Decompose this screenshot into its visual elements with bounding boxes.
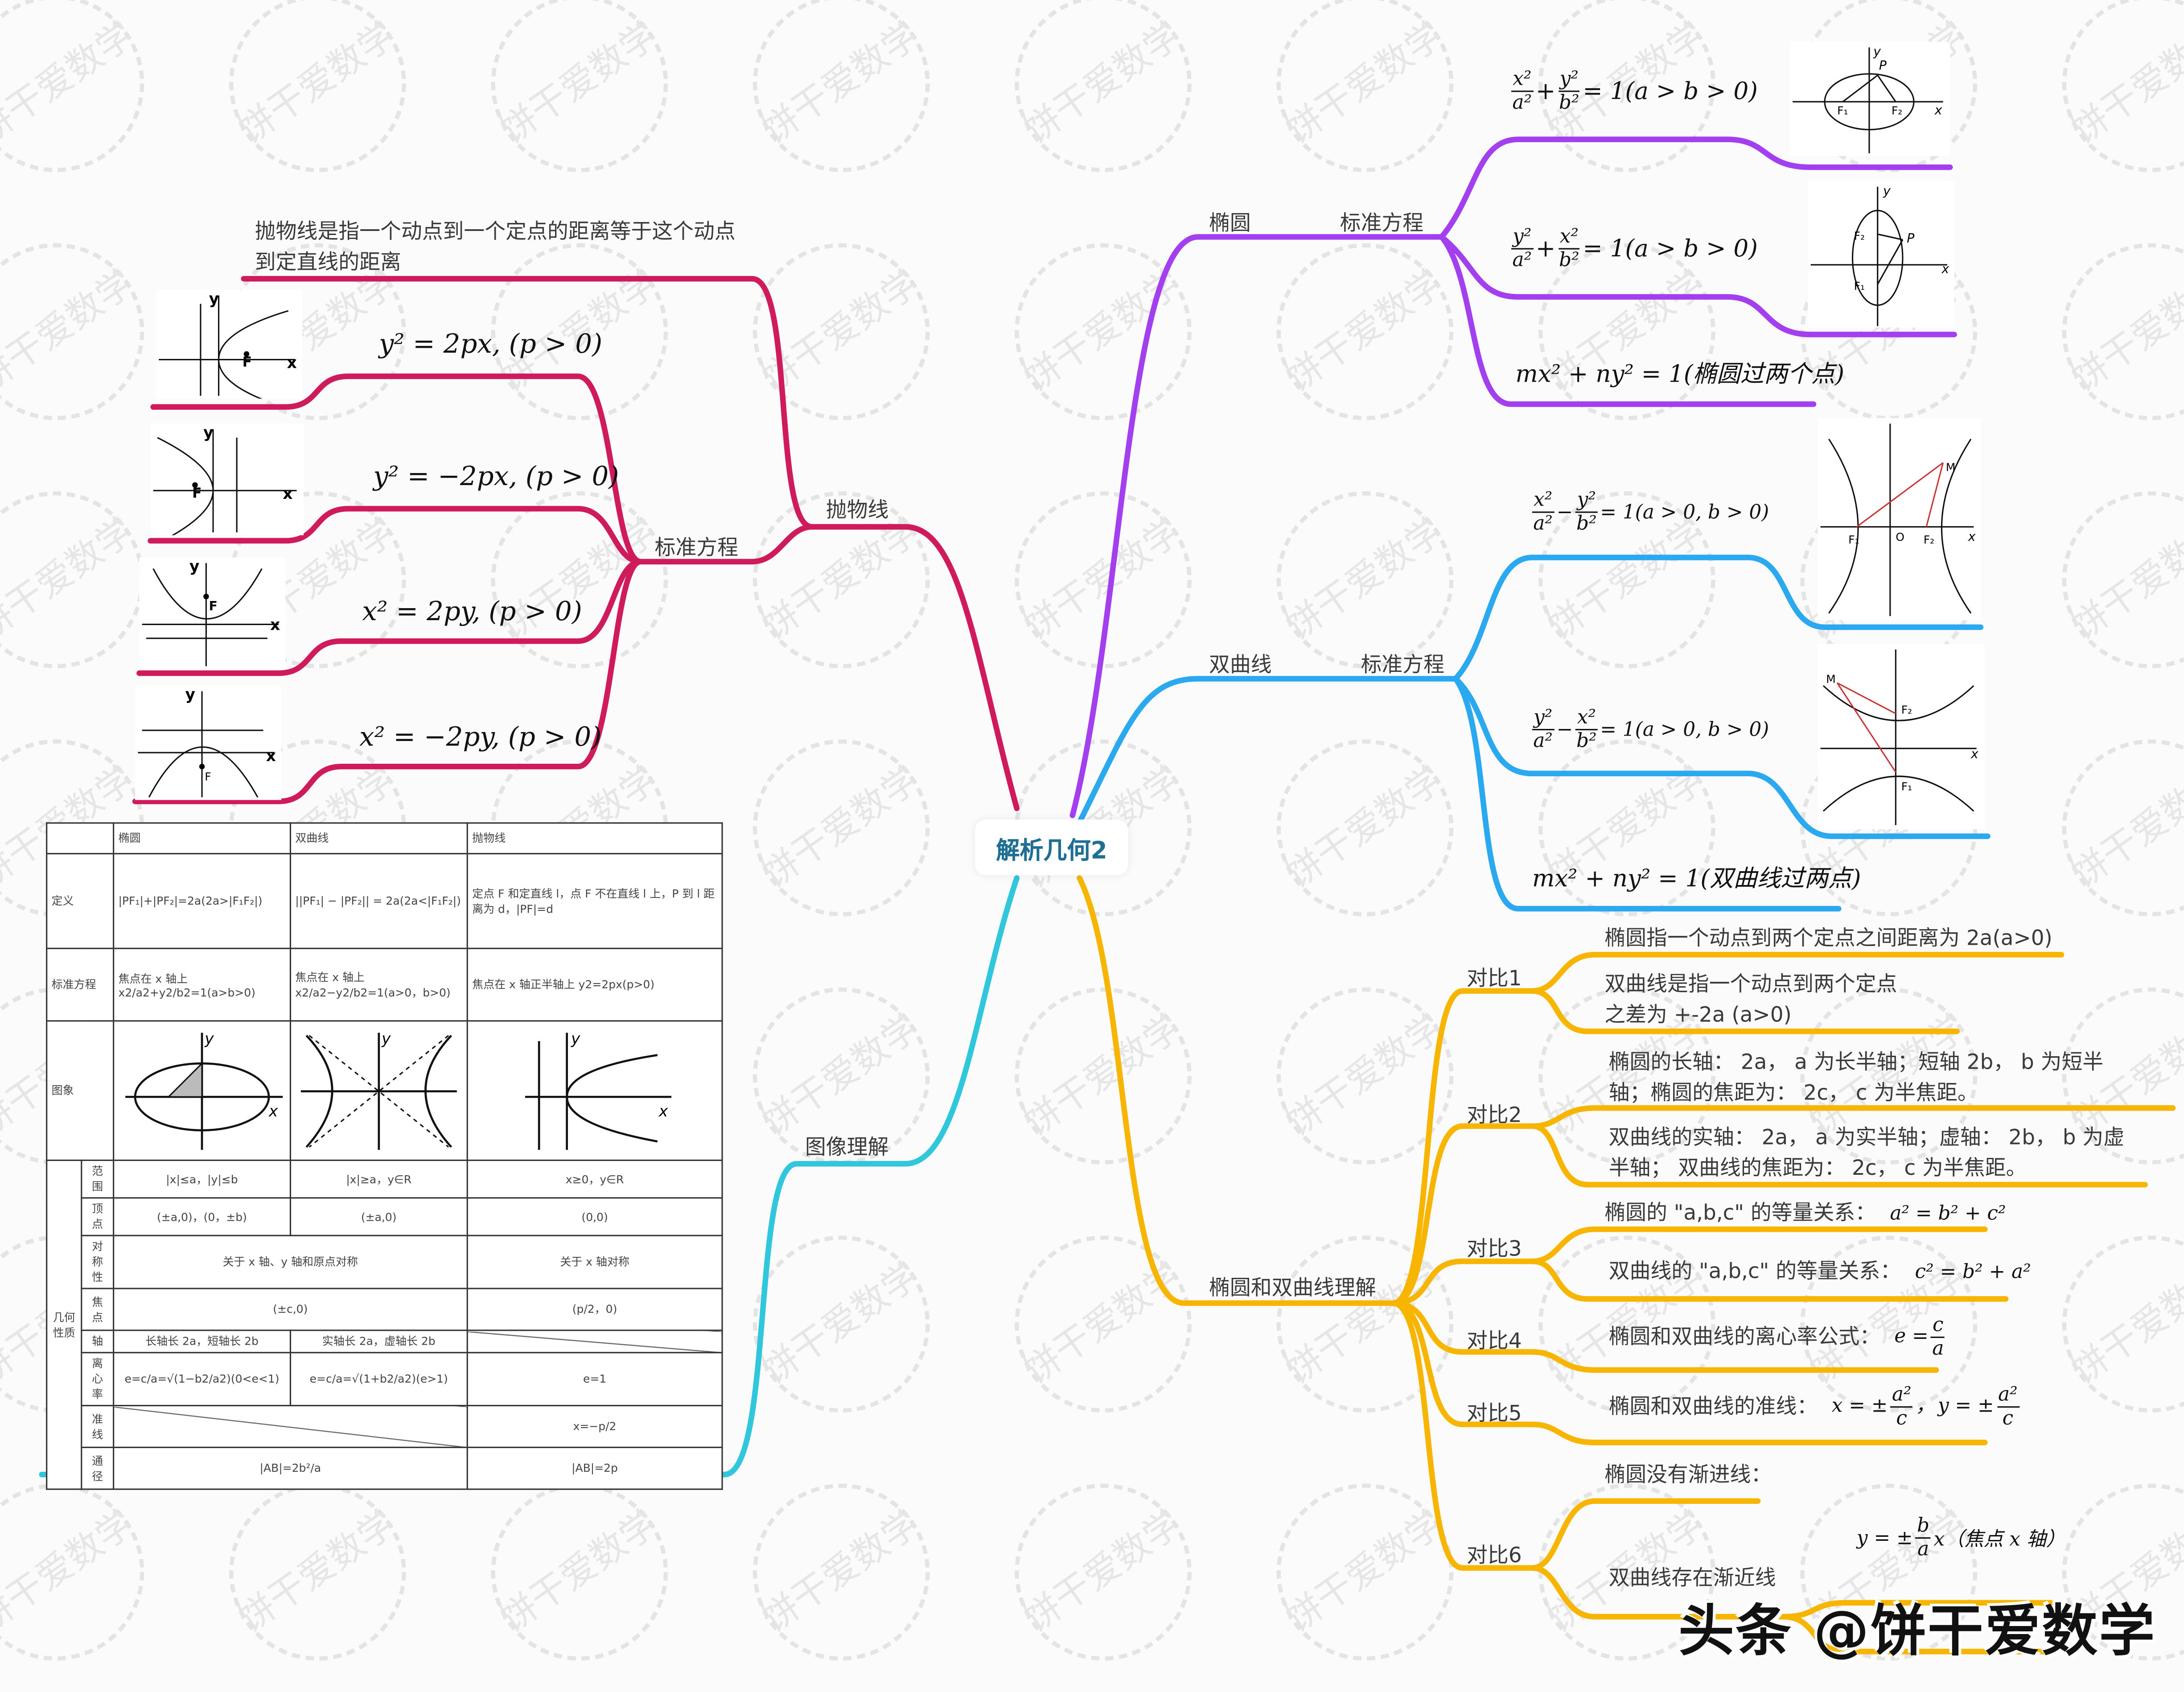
svg-text:F: F <box>205 770 211 783</box>
svg-text:F₁: F₁ <box>1837 104 1848 117</box>
svg-text:y: y <box>1883 184 1891 198</box>
svg-text:M: M <box>1946 461 1956 474</box>
conic-comparison-table: 椭圆双曲线抛物线 定义|PF₁|+|PF₂|=2a(2a>|F₁F₂|)||PF… <box>46 822 723 1490</box>
compare-6-label[interactable]: 对比6 <box>1466 1543 1522 1568</box>
compare-3-ellipse-text: 椭圆的 "a,b,c" 的等量关系：a² = b² + c² <box>1604 1200 2006 1225</box>
parabola-eq-1: y² = 2px, (p > 0) <box>378 329 603 360</box>
svg-text:F: F <box>192 485 202 501</box>
ellipse-branch-lines <box>1069 136 1957 818</box>
compare-3-label[interactable]: 对比3 <box>1466 1236 1522 1262</box>
compare-2-hyperbola-text: 双曲线的实轴： 2a， a 为实半轴；虚轴： 2b， b 为虚半轴； 双曲线的焦… <box>1608 1124 2125 1180</box>
svg-text:x: x <box>268 1102 278 1120</box>
svg-text:M: M <box>1826 673 1836 686</box>
table-ellipse-figure: yx <box>125 1029 283 1149</box>
ellipse-standard-eq-topic[interactable]: 标准方程 <box>1340 210 1424 236</box>
svg-text:x: x <box>1934 103 1942 117</box>
svg-text:F₁: F₁ <box>1854 280 1865 292</box>
compare-topic[interactable]: 椭圆和双曲线理解 <box>1209 1275 1376 1301</box>
compare-6-ellipse-text: 椭圆没有渐进线： <box>1604 1462 1772 1487</box>
compare-1-label[interactable]: 对比1 <box>1466 966 1522 991</box>
ellipse-topic[interactable]: 椭圆 <box>1209 210 1251 236</box>
compare-2-label[interactable]: 对比2 <box>1466 1102 1522 1128</box>
ellipse-vertical-figure: x y P F₂ F₁ <box>1808 181 1954 328</box>
parabola-branch-lines <box>132 276 1020 811</box>
svg-text:F: F <box>243 354 252 370</box>
parabola-down-figure: x yF <box>135 685 282 800</box>
svg-text:F: F <box>209 599 218 613</box>
svg-text:y: y <box>185 686 195 704</box>
svg-text:x: x <box>1941 262 1949 276</box>
parabola-up-figure: x yF <box>139 557 286 669</box>
compare-4-label[interactable]: 对比4 <box>1466 1328 1522 1354</box>
parabola-topic[interactable]: 抛物线 <box>826 497 889 523</box>
svg-text:x: x <box>1968 529 1976 544</box>
svg-text:F₂: F₂ <box>1892 104 1902 117</box>
compare-1-hyperbola-text: 双曲线是指一个动点到两个定点之差为 +-2a (a>0) <box>1604 971 1897 1027</box>
hyperbola-topic[interactable]: 双曲线 <box>1209 652 1272 678</box>
compare-5-label[interactable]: 对比5 <box>1466 1400 1522 1426</box>
svg-text:y: y <box>189 558 199 576</box>
svg-text:O: O <box>1896 531 1904 543</box>
hyperbola-standard-eq-topic[interactable]: 标准方程 <box>1361 652 1445 678</box>
compare-branch-lines <box>1077 875 2176 1655</box>
svg-text:F₂: F₂ <box>1854 230 1865 243</box>
parabola-definition: 抛物线是指一个动点到一个定点的距离等于这个动点到定直线的距离 <box>255 218 736 275</box>
parabola-eq-4: x² = −2py, (p > 0) <box>359 722 602 753</box>
svg-text:F₂: F₂ <box>1901 704 1912 716</box>
parabola-eq-2: y² = −2px, (p > 0) <box>373 461 619 492</box>
compare-2-ellipse-text: 椭圆的长轴： 2a， a 为长半轴；短轴 2b， b 为短半轴；椭圆的焦距为： … <box>1608 1049 2104 1105</box>
parabola-standard-eq-topic[interactable]: 标准方程 <box>654 535 738 560</box>
svg-text:y: y <box>381 1029 391 1047</box>
image-understanding-topic[interactable]: 图像理解 <box>805 1134 889 1160</box>
compare-6-hyperbola-text: 双曲线存在渐近线 <box>1608 1565 1776 1590</box>
image-branch-lines <box>39 875 1020 1478</box>
hyperbola-branch-lines <box>1077 555 1991 912</box>
svg-text:P: P <box>1879 58 1887 73</box>
svg-text:x: x <box>266 747 276 765</box>
svg-text:F₂: F₂ <box>1924 533 1934 546</box>
table-parabola-figure: yx <box>525 1029 671 1149</box>
svg-text:y: y <box>571 1029 580 1047</box>
parabola-right-figure: x yF <box>156 290 302 399</box>
svg-text:x: x <box>1970 747 1978 762</box>
svg-text:x: x <box>658 1102 668 1120</box>
parabola-left-figure: x yF <box>150 424 304 535</box>
svg-text:x: x <box>270 616 280 634</box>
svg-text:y: y <box>209 290 219 308</box>
compare-3-hyperbola-text: 双曲线的 "a,b,c" 的等量关系：c² = b² + a² <box>1608 1258 2031 1284</box>
svg-text:y: y <box>1873 44 1881 59</box>
compare-1-ellipse-text: 椭圆指一个动点到两个定点之间距离为 2a(a>0) <box>1604 925 2052 951</box>
parabola-eq-3: x² = 2py, (p > 0) <box>362 596 582 627</box>
svg-text:x: x <box>287 354 297 372</box>
central-topic[interactable]: 解析几何2 <box>975 819 1128 876</box>
ellipse-eq-3: mx² + ny² = 1(椭圆过两个点) <box>1515 361 1844 389</box>
hyperbola-vertical-figure: M F₂ F₁ x <box>1818 644 1985 829</box>
svg-text:F₁: F₁ <box>1901 780 1912 793</box>
svg-text:P: P <box>1907 231 1914 246</box>
table-hyperbola-figure: y <box>300 1029 457 1149</box>
ellipse-horizontal-figure: x y P F₁ F₂ <box>1789 41 1950 156</box>
svg-text:y: y <box>203 424 213 442</box>
svg-text:F₁: F₁ <box>1848 533 1859 546</box>
hyperbola-eq-3: mx² + ny² = 1(双曲线过两点) <box>1532 865 1861 893</box>
brand-watermark: 头条 @饼干爱数学 <box>1678 1600 2156 1664</box>
svg-text:y: y <box>204 1029 214 1047</box>
svg-text:x: x <box>283 485 292 503</box>
